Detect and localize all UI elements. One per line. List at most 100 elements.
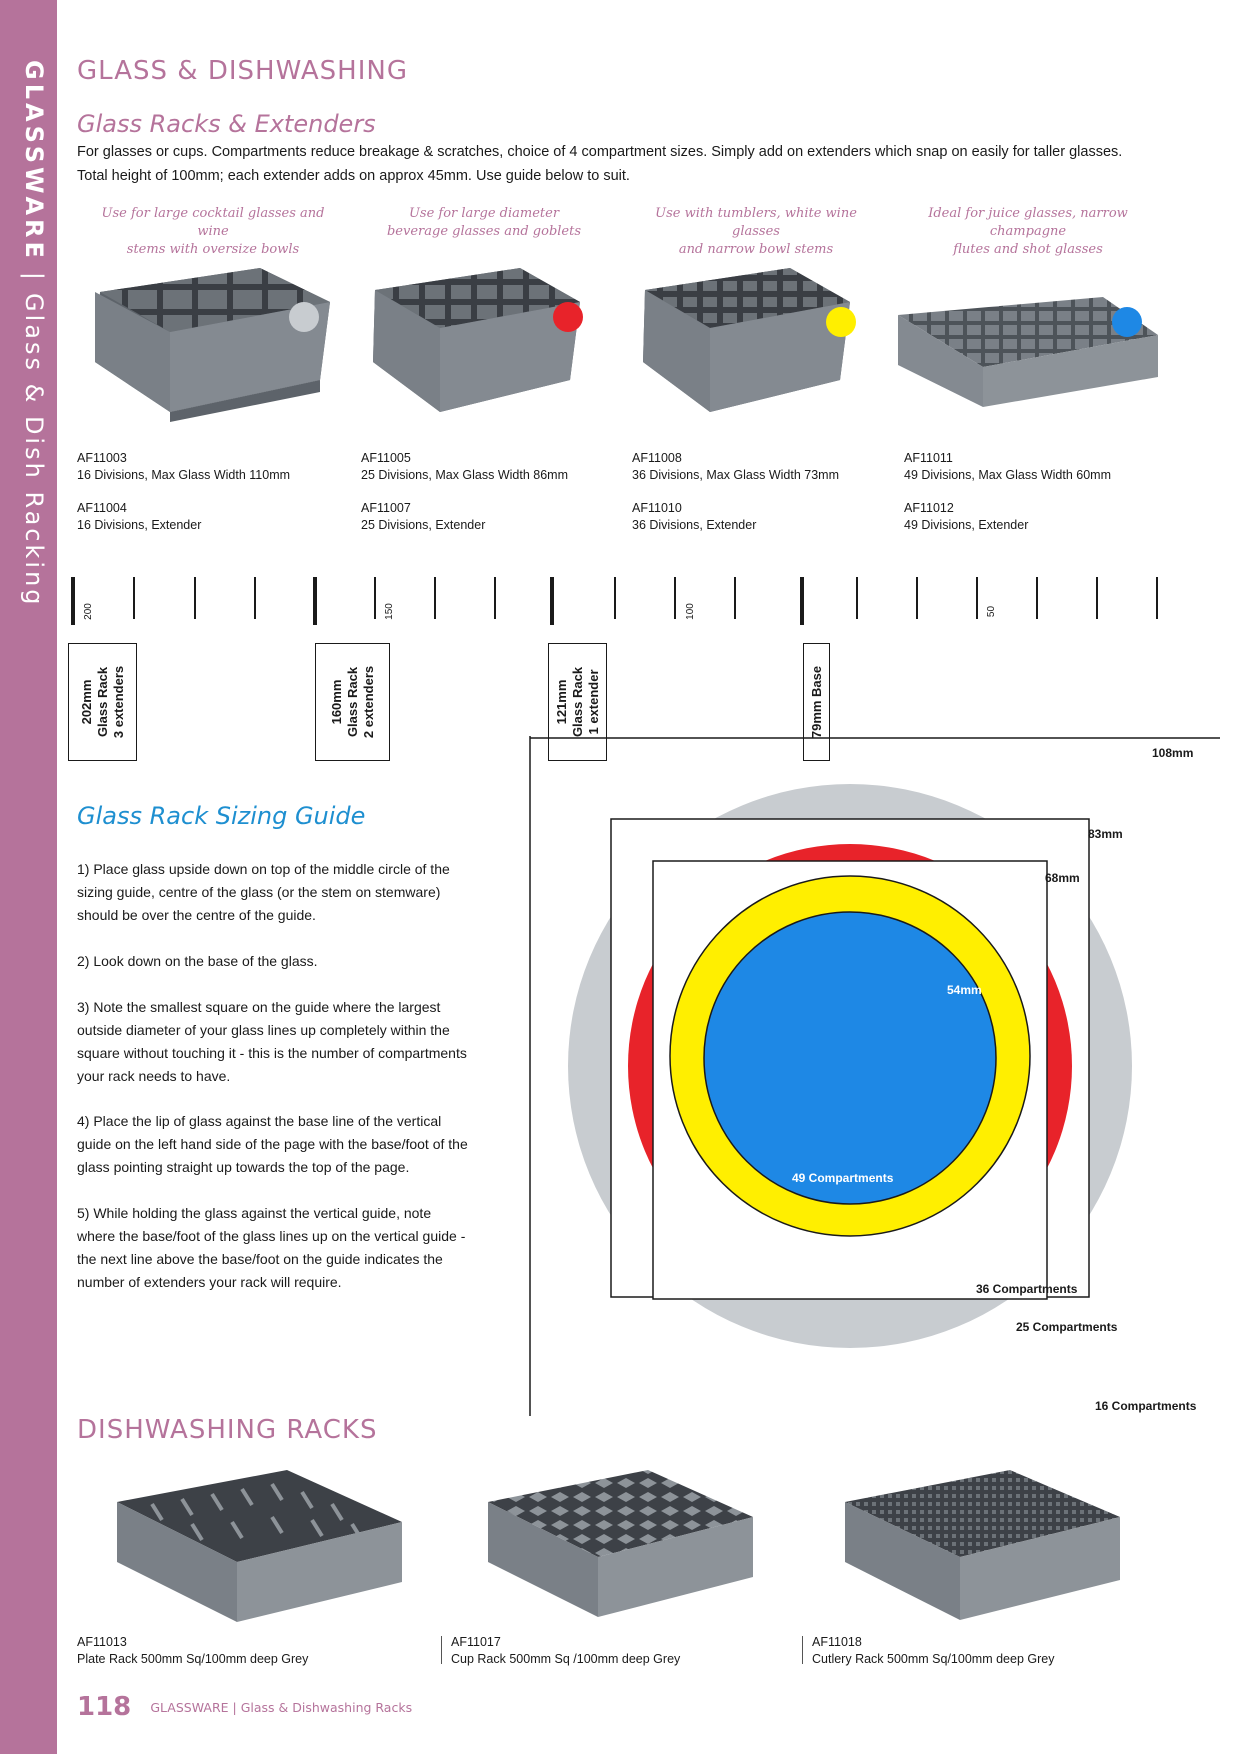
rack-16-image	[95, 268, 330, 422]
rack-code: AF11017	[451, 1635, 501, 1649]
height-box-79: 79mm Base	[803, 643, 830, 761]
color-dot-blue	[1112, 307, 1142, 337]
product-desc: 25 Divisions, Extender	[361, 518, 486, 532]
dishwashing-title: DISHWASHING RACKS	[77, 1415, 378, 1445]
label-54mm: 54mm	[947, 983, 982, 997]
height-box-text: 202mm Glass Rack 3 extenders	[79, 666, 127, 738]
label-83mm: 83mm	[1088, 827, 1123, 841]
product-info-49: AF11011 49 Divisions, Max Glass Width 60…	[904, 450, 1111, 550]
box-line: 160mm	[328, 679, 344, 725]
ruler-tick	[1096, 577, 1098, 619]
sidebar-category: GLASSWARE	[20, 60, 48, 262]
step-5: 5) While holding the glass against the v…	[77, 1205, 466, 1290]
product-info-25: AF11005 25 Divisions, Max Glass Width 86…	[361, 450, 568, 550]
product-info-16: AF11003 16 Divisions, Max Glass Width 11…	[77, 450, 290, 550]
box-line: 79mm Base	[808, 665, 824, 739]
product-desc: 49 Divisions, Extender	[904, 518, 1029, 532]
product-code: AF11007	[361, 501, 411, 515]
rack-49-image	[898, 297, 1158, 407]
subsection-title: Glass Racks & Extenders	[77, 110, 376, 138]
usage-note-49: Ideal for juice glasses, narrow champagn…	[898, 205, 1158, 259]
plate-rack-caption: AF11013 Plate Rack 500mm Sq/100mm deep G…	[77, 1634, 308, 1668]
label-16-compartments: 16 Compartments	[1095, 1399, 1197, 1413]
ruler-label-50: 50	[986, 605, 998, 618]
ruler-tick-121	[550, 577, 554, 625]
step-3: 3) Note the smallest square on the guide…	[77, 999, 467, 1084]
ruler-tick	[856, 577, 858, 619]
intro-line-2: Total height of 100mm; each extender add…	[77, 168, 630, 184]
ruler-label-200: 200	[82, 603, 94, 620]
box-line: 202mm	[78, 679, 94, 725]
usage-line: and narrow bowl stems	[678, 242, 834, 257]
box-line: Glass Rack	[344, 666, 360, 738]
height-box-160: 160mm Glass Rack 2 extenders	[315, 643, 390, 761]
usage-note-36: Use with tumblers, white wine glasses an…	[631, 205, 881, 259]
label-25-compartments: 25 Compartments	[1016, 1320, 1118, 1334]
plate-rack-image	[117, 1470, 402, 1622]
footer: 118 GLASSWARE | Glass & Dishwashing Rack…	[77, 1692, 412, 1722]
sidebar-separator: |	[20, 271, 48, 283]
ruler-label-100: 100	[684, 603, 696, 620]
usage-line: Use for large cocktail glasses and wine	[101, 206, 325, 239]
height-box-121: 121mm Glass Rack 1 extender	[548, 643, 607, 761]
rack-25-image	[373, 268, 580, 412]
ruler-tick	[254, 577, 256, 619]
ruler-tick	[674, 577, 676, 619]
rack-36-image	[643, 268, 850, 412]
box-line: Glass Rack	[94, 666, 110, 738]
step-2: 2) Look down on the base of the glass.	[77, 953, 318, 969]
product-desc: 36 Divisions, Extender	[632, 518, 757, 532]
cup-rack-image	[488, 1470, 753, 1617]
step-1: 1) Place glass upside down on top of the…	[77, 861, 450, 923]
sizing-diagram	[529, 736, 1220, 1416]
box-line: 121mm	[553, 679, 569, 725]
cutlery-rack-image	[845, 1470, 1120, 1620]
product-desc: 36 Divisions, Max Glass Width 73mm	[632, 468, 840, 482]
cutlery-rack-caption: AF11018 Cutlery Rack 500mm Sq/100mm deep…	[812, 1634, 1054, 1668]
height-box-text: 121mm Glass Rack 1 extender	[554, 667, 602, 737]
height-box-text: 160mm Glass Rack 2 extenders	[329, 666, 377, 738]
box-line: Glass Rack	[569, 666, 585, 738]
ruler-tick	[1036, 577, 1038, 619]
caption-divider	[441, 1636, 442, 1664]
rack-desc: Plate Rack 500mm Sq/100mm deep Grey	[77, 1652, 309, 1666]
usage-line: Use with tumblers, white wine glasses	[655, 206, 857, 239]
step-4: 4) Place the lip of glass against the ba…	[77, 1113, 468, 1175]
product-code: AF11008	[632, 451, 682, 465]
usage-line: flutes and shot glasses	[953, 242, 1103, 257]
sidebar-label: GLASSWARE | Glass & Dish Racking	[20, 60, 48, 608]
product-code: AF11003	[77, 451, 127, 465]
usage-line: beverage glasses and goblets	[386, 224, 582, 239]
footer-text: GLASSWARE | Glass & Dishwashing Racks	[150, 1699, 413, 1715]
box-line: 2 extenders	[360, 665, 376, 739]
ruler-tick-200	[71, 577, 75, 625]
label-68mm: 68mm	[1045, 871, 1080, 885]
product-code: AF11012	[904, 501, 954, 515]
page-number: 118	[77, 1692, 132, 1722]
ruler-tick-79	[800, 577, 804, 625]
product-desc: 49 Divisions, Max Glass Width 60mm	[904, 468, 1112, 482]
label-36-compartments: 36 Compartments	[976, 1282, 1078, 1296]
usage-note-25: Use for large diameter beverage glasses …	[359, 205, 609, 241]
product-info-36: AF11008 36 Divisions, Max Glass Width 73…	[632, 450, 839, 550]
intro-line-1: For glasses or cups. Compartments reduce…	[77, 144, 1123, 160]
label-49-compartments: 49 Compartments	[792, 1171, 894, 1185]
box-line: 3 extenders	[110, 665, 126, 739]
product-desc: 16 Divisions, Extender	[77, 518, 202, 532]
product-code: AF11010	[632, 501, 682, 515]
product-code: AF11005	[361, 451, 411, 465]
color-dot-red	[553, 302, 583, 332]
ruler-tick	[976, 577, 978, 619]
ruler-tick	[194, 577, 196, 619]
ruler-tick	[734, 577, 736, 619]
height-box-text: 79mm Base	[809, 666, 825, 738]
color-dot-yellow	[826, 307, 856, 337]
product-code: AF11004	[77, 501, 127, 515]
rack-code: AF11018	[812, 1635, 862, 1649]
ruler-tick	[916, 577, 918, 619]
cup-rack-caption: AF11017 Cup Rack 500mm Sq /100mm deep Gr…	[451, 1634, 680, 1668]
sizing-guide-title: Glass Rack Sizing Guide	[77, 802, 366, 830]
rack-desc: Cutlery Rack 500mm Sq/100mm deep Grey	[812, 1652, 1055, 1666]
sidebar-subcategory: Glass & Dish Racking	[20, 293, 48, 608]
circle-49-compartments	[703, 911, 997, 1205]
